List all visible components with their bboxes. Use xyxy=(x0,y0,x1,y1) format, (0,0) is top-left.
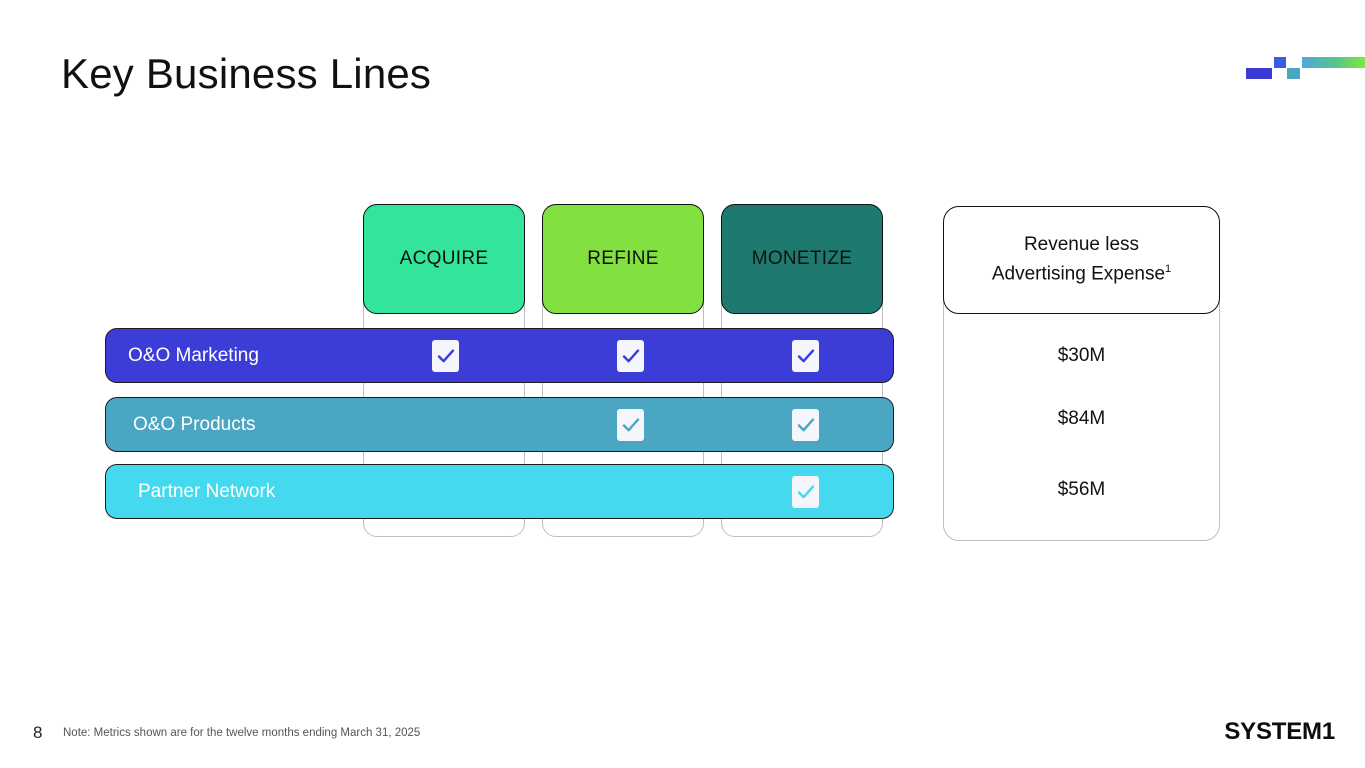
slide-title: Key Business Lines xyxy=(61,50,432,97)
checkbox-oo-marketing-acquire[interactable] xyxy=(432,339,459,372)
business-line-label-oo-marketing: O&O Marketing xyxy=(128,344,259,366)
logo-square-2 xyxy=(1274,57,1286,68)
stage-label-refine: REFINE xyxy=(587,248,659,269)
revenue-heading-footnote-marker: 1 xyxy=(1165,263,1172,276)
revenue-panel-heading: Revenue less Advertising Expense1 xyxy=(992,233,1171,286)
checkbox-oo-products-refine[interactable] xyxy=(617,408,644,441)
business-line-row-oo-marketing[interactable]: O&O Marketing xyxy=(105,328,894,383)
checkbox-oo-marketing-refine[interactable] xyxy=(617,339,644,372)
system1-wordmark: SYSTEM1 xyxy=(1224,718,1335,745)
business-line-row-partner-network[interactable]: Partner Network xyxy=(105,464,894,519)
stage-label-monetize: MONETIZE xyxy=(751,248,853,269)
revenue-panel-header: Revenue less Advertising Expense1 xyxy=(943,206,1220,314)
business-line-label-oo-products: O&O Products xyxy=(133,413,256,435)
revenue-heading-line1: Revenue less xyxy=(1023,234,1140,256)
checkbox-partner-network-monetize[interactable] xyxy=(792,475,819,508)
page-number: 8 xyxy=(33,723,43,742)
checkbox-oo-products-monetize[interactable] xyxy=(792,408,819,441)
footnote-text: Note: Metrics shown are for the twelve m… xyxy=(63,727,421,739)
logo-square-1 xyxy=(1246,68,1272,79)
stage-chip-monetize[interactable]: MONETIZE xyxy=(721,204,883,314)
business-line-label-partner-network: Partner Network xyxy=(138,480,276,502)
revenue-value-partner-network: $56M xyxy=(1057,479,1106,500)
checkbox-oo-marketing-monetize[interactable] xyxy=(792,339,819,372)
revenue-heading-line2: Advertising Expense xyxy=(991,263,1166,285)
stage-label-acquire: ACQUIRE xyxy=(399,248,489,269)
stage-chip-acquire[interactable]: ACQUIRE xyxy=(363,204,525,314)
revenue-value-oo-marketing: $30M xyxy=(1057,345,1106,366)
logo-gradient-bar xyxy=(1302,57,1365,68)
revenue-value-oo-products: $84M xyxy=(1057,408,1106,429)
business-line-row-oo-products[interactable]: O&O Products xyxy=(105,397,894,452)
logo-square-3 xyxy=(1287,68,1300,79)
system1-logo-mark xyxy=(1246,57,1365,79)
stage-chip-refine[interactable]: REFINE xyxy=(542,204,704,314)
